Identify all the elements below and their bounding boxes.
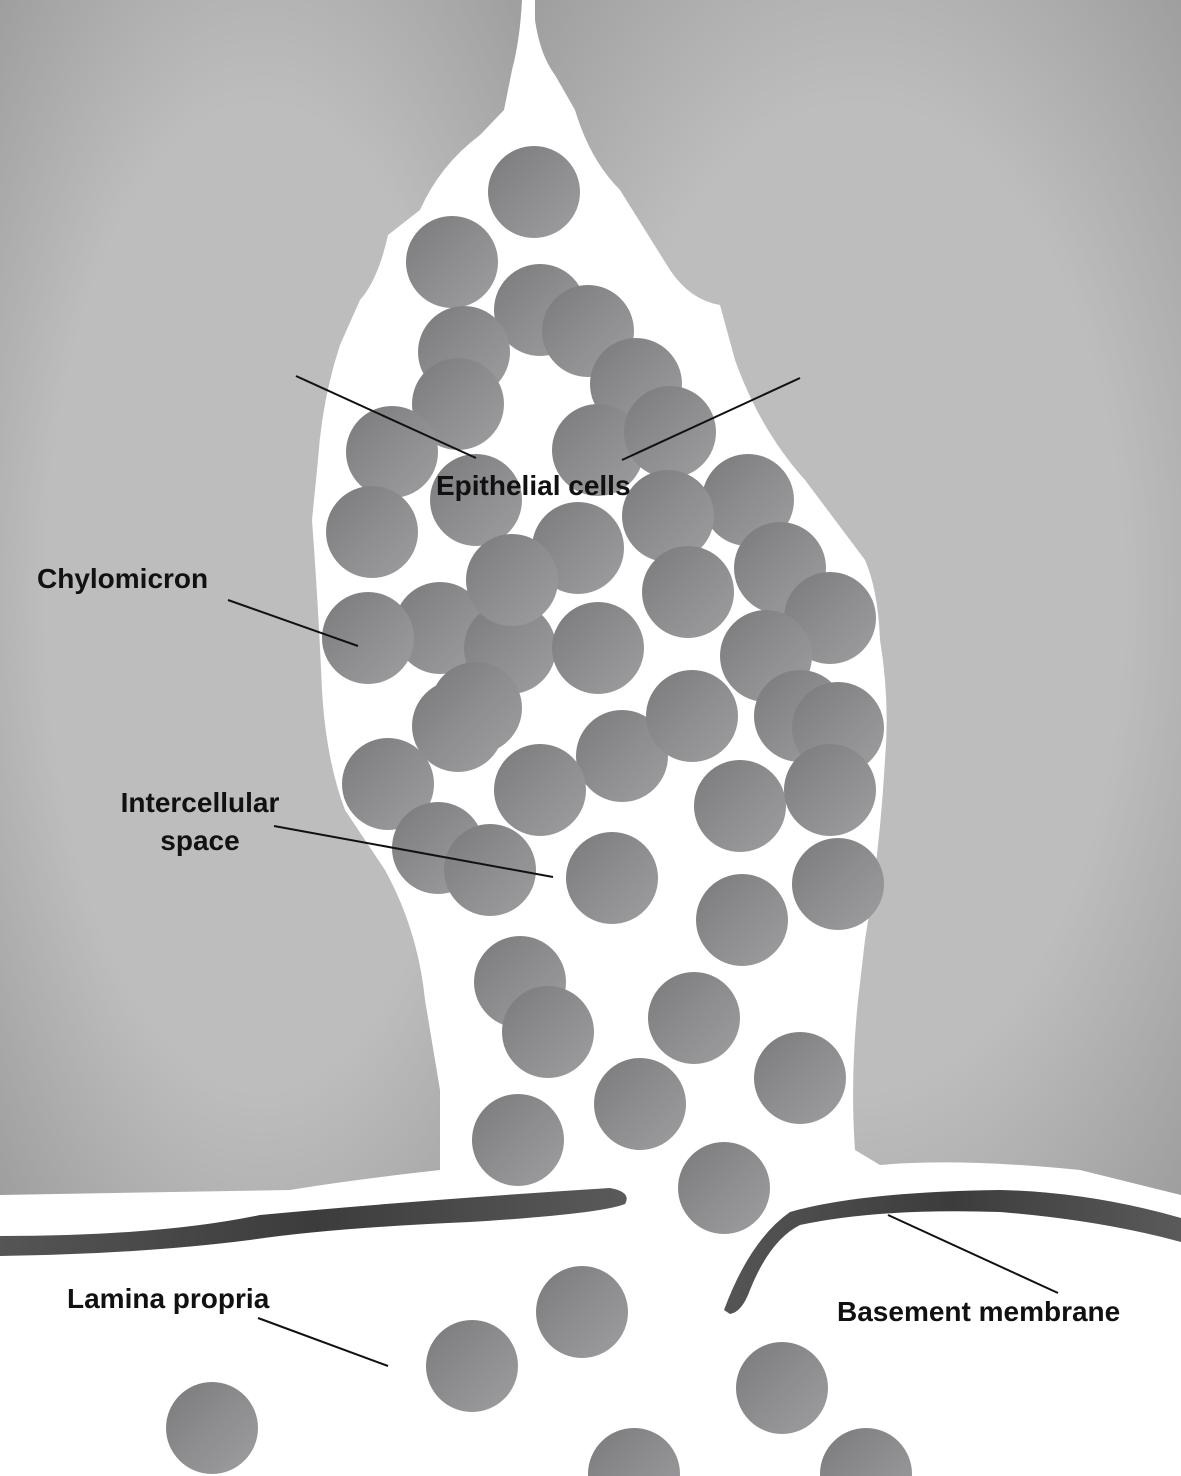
label-basement-membrane: Basement membrane [837, 1296, 1121, 1327]
chylomicron-droplet [694, 760, 786, 852]
chylomicron-droplet [678, 1142, 770, 1234]
leader-line-basement-membrane [887, 1214, 1059, 1294]
chylomicron-droplet [588, 1428, 680, 1476]
chylomicron-droplet [792, 838, 884, 930]
leader-line-epithelial-left [295, 375, 477, 459]
leader-line-lamina-propria [257, 1317, 389, 1367]
chylomicron-droplet [502, 986, 594, 1078]
chylomicron-droplet [536, 1266, 628, 1358]
label-chylomicron: Chylomicron [37, 563, 209, 594]
chylomicron-droplet [754, 1032, 846, 1124]
chylomicron-droplet [566, 832, 658, 924]
chylomicron-droplet [430, 662, 522, 754]
chylomicron-droplet [430, 454, 522, 546]
leader-line-intercellular-space [273, 825, 554, 878]
label-intercellular-space: Intercellular space [95, 784, 305, 860]
chylomicron-droplet [466, 534, 558, 626]
chylomicron-droplet [322, 592, 414, 684]
chylomicron-droplet [346, 406, 438, 498]
chylomicron-droplet [426, 1320, 518, 1412]
chylomicron-droplet [472, 1094, 564, 1186]
label-epithelial-cells: Epithelial cells [436, 470, 631, 501]
chylomicron-droplet [736, 1342, 828, 1434]
label-intercellular-space-line2: space [160, 825, 240, 856]
chylomicron-droplet [552, 602, 644, 694]
chylomicron-droplet [444, 824, 536, 916]
chylomicron-droplet [622, 470, 714, 562]
chylomicron-droplet [488, 146, 580, 238]
chylomicron-droplet [594, 1058, 686, 1150]
epithelial-cell-left [0, 0, 522, 1195]
chylomicron-droplet [394, 582, 486, 674]
chylomicron-droplet [412, 358, 504, 450]
chylomicron-droplet [696, 874, 788, 966]
basement-membrane-left [0, 1188, 627, 1256]
chylomicron-droplet [552, 404, 644, 496]
chylomicron-droplet [646, 670, 738, 762]
chylomicron-droplet [624, 386, 716, 478]
chylomicron-droplet [784, 744, 876, 836]
chylomicron-droplet [642, 546, 734, 638]
chylomicron-droplet [576, 710, 668, 802]
chylomicron-droplet [648, 972, 740, 1064]
chylomicron-group [166, 146, 912, 1476]
chylomicron-droplet [820, 1428, 912, 1476]
leader-line-chylomicron [227, 599, 359, 647]
chylomicron-droplet [406, 216, 498, 308]
chylomicron-droplet [342, 738, 434, 830]
epithelial-cell-right [535, 0, 1181, 1195]
chylomicron-droplet [494, 744, 586, 836]
label-intercellular-space-line1: Intercellular [120, 787, 280, 818]
leader-line-epithelial-right [621, 377, 801, 461]
chylomicron-droplet [166, 1382, 258, 1474]
label-lamina-propria: Lamina propria [67, 1283, 270, 1314]
chylomicron-droplet [326, 486, 418, 578]
